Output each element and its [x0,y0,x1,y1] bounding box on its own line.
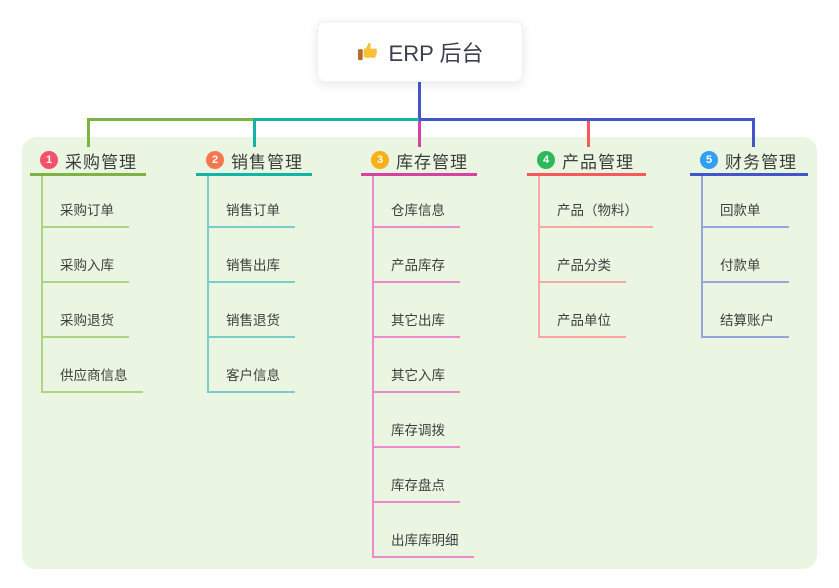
node-product-material[interactable]: 产品（物料） [540,176,653,228]
branch-2-drop-line [253,118,256,147]
node-supplier-info[interactable]: 供应商信息 [43,338,143,393]
node-purchase-order[interactable]: 采购订单 [43,176,129,228]
topic-finance-management[interactable]: 5 财务管理 [690,150,808,176]
node-other-outbound[interactable]: 其它出库 [374,283,460,338]
branch-purchase-management: 1 采购管理 采购订单 采购入库 采购退货 供应商信息 [30,150,195,393]
topic-purchase-management[interactable]: 1 采购管理 [30,150,146,176]
root-connector-line [418,82,421,119]
node-purchase-return[interactable]: 采购退货 [43,283,129,338]
thumbs-up-icon [357,40,380,63]
branch-finance-management: 5 财务管理 回款单 付款单 结算账户 [690,150,839,338]
root-topic-label: ERP 后台 [388,40,484,66]
topic-inventory-management[interactable]: 3 库存管理 [361,150,477,176]
node-stock-transfer[interactable]: 库存调拨 [374,393,460,448]
topic-label: 库存管理 [396,152,468,172]
topic-label: 产品管理 [562,152,634,172]
branch-3-badge: 3 [371,151,389,169]
node-settlement-account[interactable]: 结算账户 [703,283,789,338]
branch-children: 采购订单 采购入库 采购退货 供应商信息 [41,176,195,393]
branch-5-badge: 5 [700,151,718,169]
branch-children: 仓库信息 产品库存 其它出库 其它入库 库存调拨 库存盘点 出库库明细 [372,176,526,558]
node-other-inbound[interactable]: 其它入库 [374,338,460,393]
node-sales-return[interactable]: 销售退货 [209,283,295,338]
branch-children: 销售订单 销售出库 销售退货 客户信息 [207,176,361,393]
branch-2-badge: 2 [206,151,224,169]
node-payment-receipt[interactable]: 付款单 [703,228,789,283]
branch-3-drop-line [418,121,421,147]
node-sales-order[interactable]: 销售订单 [209,176,295,228]
node-outbound-detail[interactable]: 出库库明细 [374,503,474,558]
root-topic-erp-backend[interactable]: ERP 后台 [317,21,523,82]
branch-children: 产品（物料） 产品分类 产品单位 [538,176,692,338]
branch-4-badge: 4 [537,151,555,169]
boundary-panel [22,137,817,569]
branch-inventory-management: 3 库存管理 仓库信息 产品库存 其它出库 其它入库 库存调拨 库存盘点 出库库… [361,150,526,558]
branch-2-connector-line [253,118,419,121]
topic-label: 销售管理 [231,152,303,172]
branch-product-management: 4 产品管理 产品（物料） 产品分类 产品单位 [527,150,692,338]
topic-sales-management[interactable]: 2 销售管理 [196,150,312,176]
node-collection-receipt[interactable]: 回款单 [703,176,789,228]
node-sales-outbound[interactable]: 销售出库 [209,228,295,283]
node-stock-count[interactable]: 库存盘点 [374,448,460,503]
node-customer-info[interactable]: 客户信息 [209,338,295,393]
node-product-unit[interactable]: 产品单位 [540,283,626,338]
node-purchase-inbound[interactable]: 采购入库 [43,228,129,283]
node-product-category[interactable]: 产品分类 [540,228,626,283]
branch-1-connector-line [87,118,254,121]
branch-1-badge: 1 [40,151,58,169]
topic-label: 财务管理 [725,152,797,172]
branch-5-connector-line [419,118,755,121]
branch-children: 回款单 付款单 结算账户 [701,176,839,338]
branch-1-drop-line [87,118,90,147]
node-warehouse-info[interactable]: 仓库信息 [374,176,460,228]
branch-5-drop-line [752,118,755,147]
topic-label: 采购管理 [65,152,137,172]
branch-sales-management: 2 销售管理 销售订单 销售出库 销售退货 客户信息 [196,150,361,393]
node-product-stock[interactable]: 产品库存 [374,228,460,283]
branch-4-drop-line [587,121,590,147]
topic-product-management[interactable]: 4 产品管理 [527,150,646,176]
